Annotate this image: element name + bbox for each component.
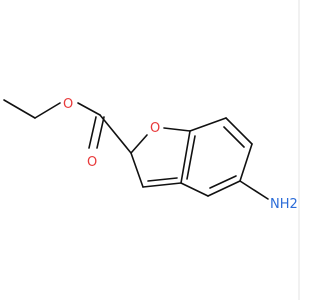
bond-benzene-c5-c4 [207,180,241,197]
bond-benzene-inner-c3a-c7a [186,135,196,180]
bond-carbonyl-double-left [88,116,97,149]
bond-carbonyl-double-right [96,116,105,149]
bond-benzene-inner-c5-c4 [209,175,237,189]
bond-benzene-c6-c5 [239,143,253,182]
molecule-diagram: O O O NH2 [3,0,300,300]
bond-benzene-inner-c7-c6 [223,126,245,148]
bond-furan-c2-c3 [130,152,144,188]
bond-furan-c3-c3a-inner [147,177,178,182]
carbonyl-oxygen-label: O [87,155,97,170]
bond-benzene-c4-c3a [180,182,209,197]
bond-ester-oxygen-carbonyl-carbon [77,102,101,116]
bond-methyl-ethyl [3,99,36,119]
bond-carbonyl-to-furan [99,114,132,154]
bond-furan-o1-c7a [163,127,191,132]
bond-furan-c3-c3a [142,182,182,188]
bond-benzene-amine [239,180,269,200]
amine-label: NH2 [270,197,298,212]
bond-ethyl-ester-oxygen [34,102,61,119]
bond-benzene-c7-c6 [225,117,253,145]
ester-oxygen-label: O [63,97,73,112]
bond-benzene-c3a-c7a [180,130,191,184]
bond-benzene-c7a-c7 [189,117,227,132]
bond-furan-c2-o1 [130,134,148,154]
ring-oxygen-label: O [150,121,160,136]
